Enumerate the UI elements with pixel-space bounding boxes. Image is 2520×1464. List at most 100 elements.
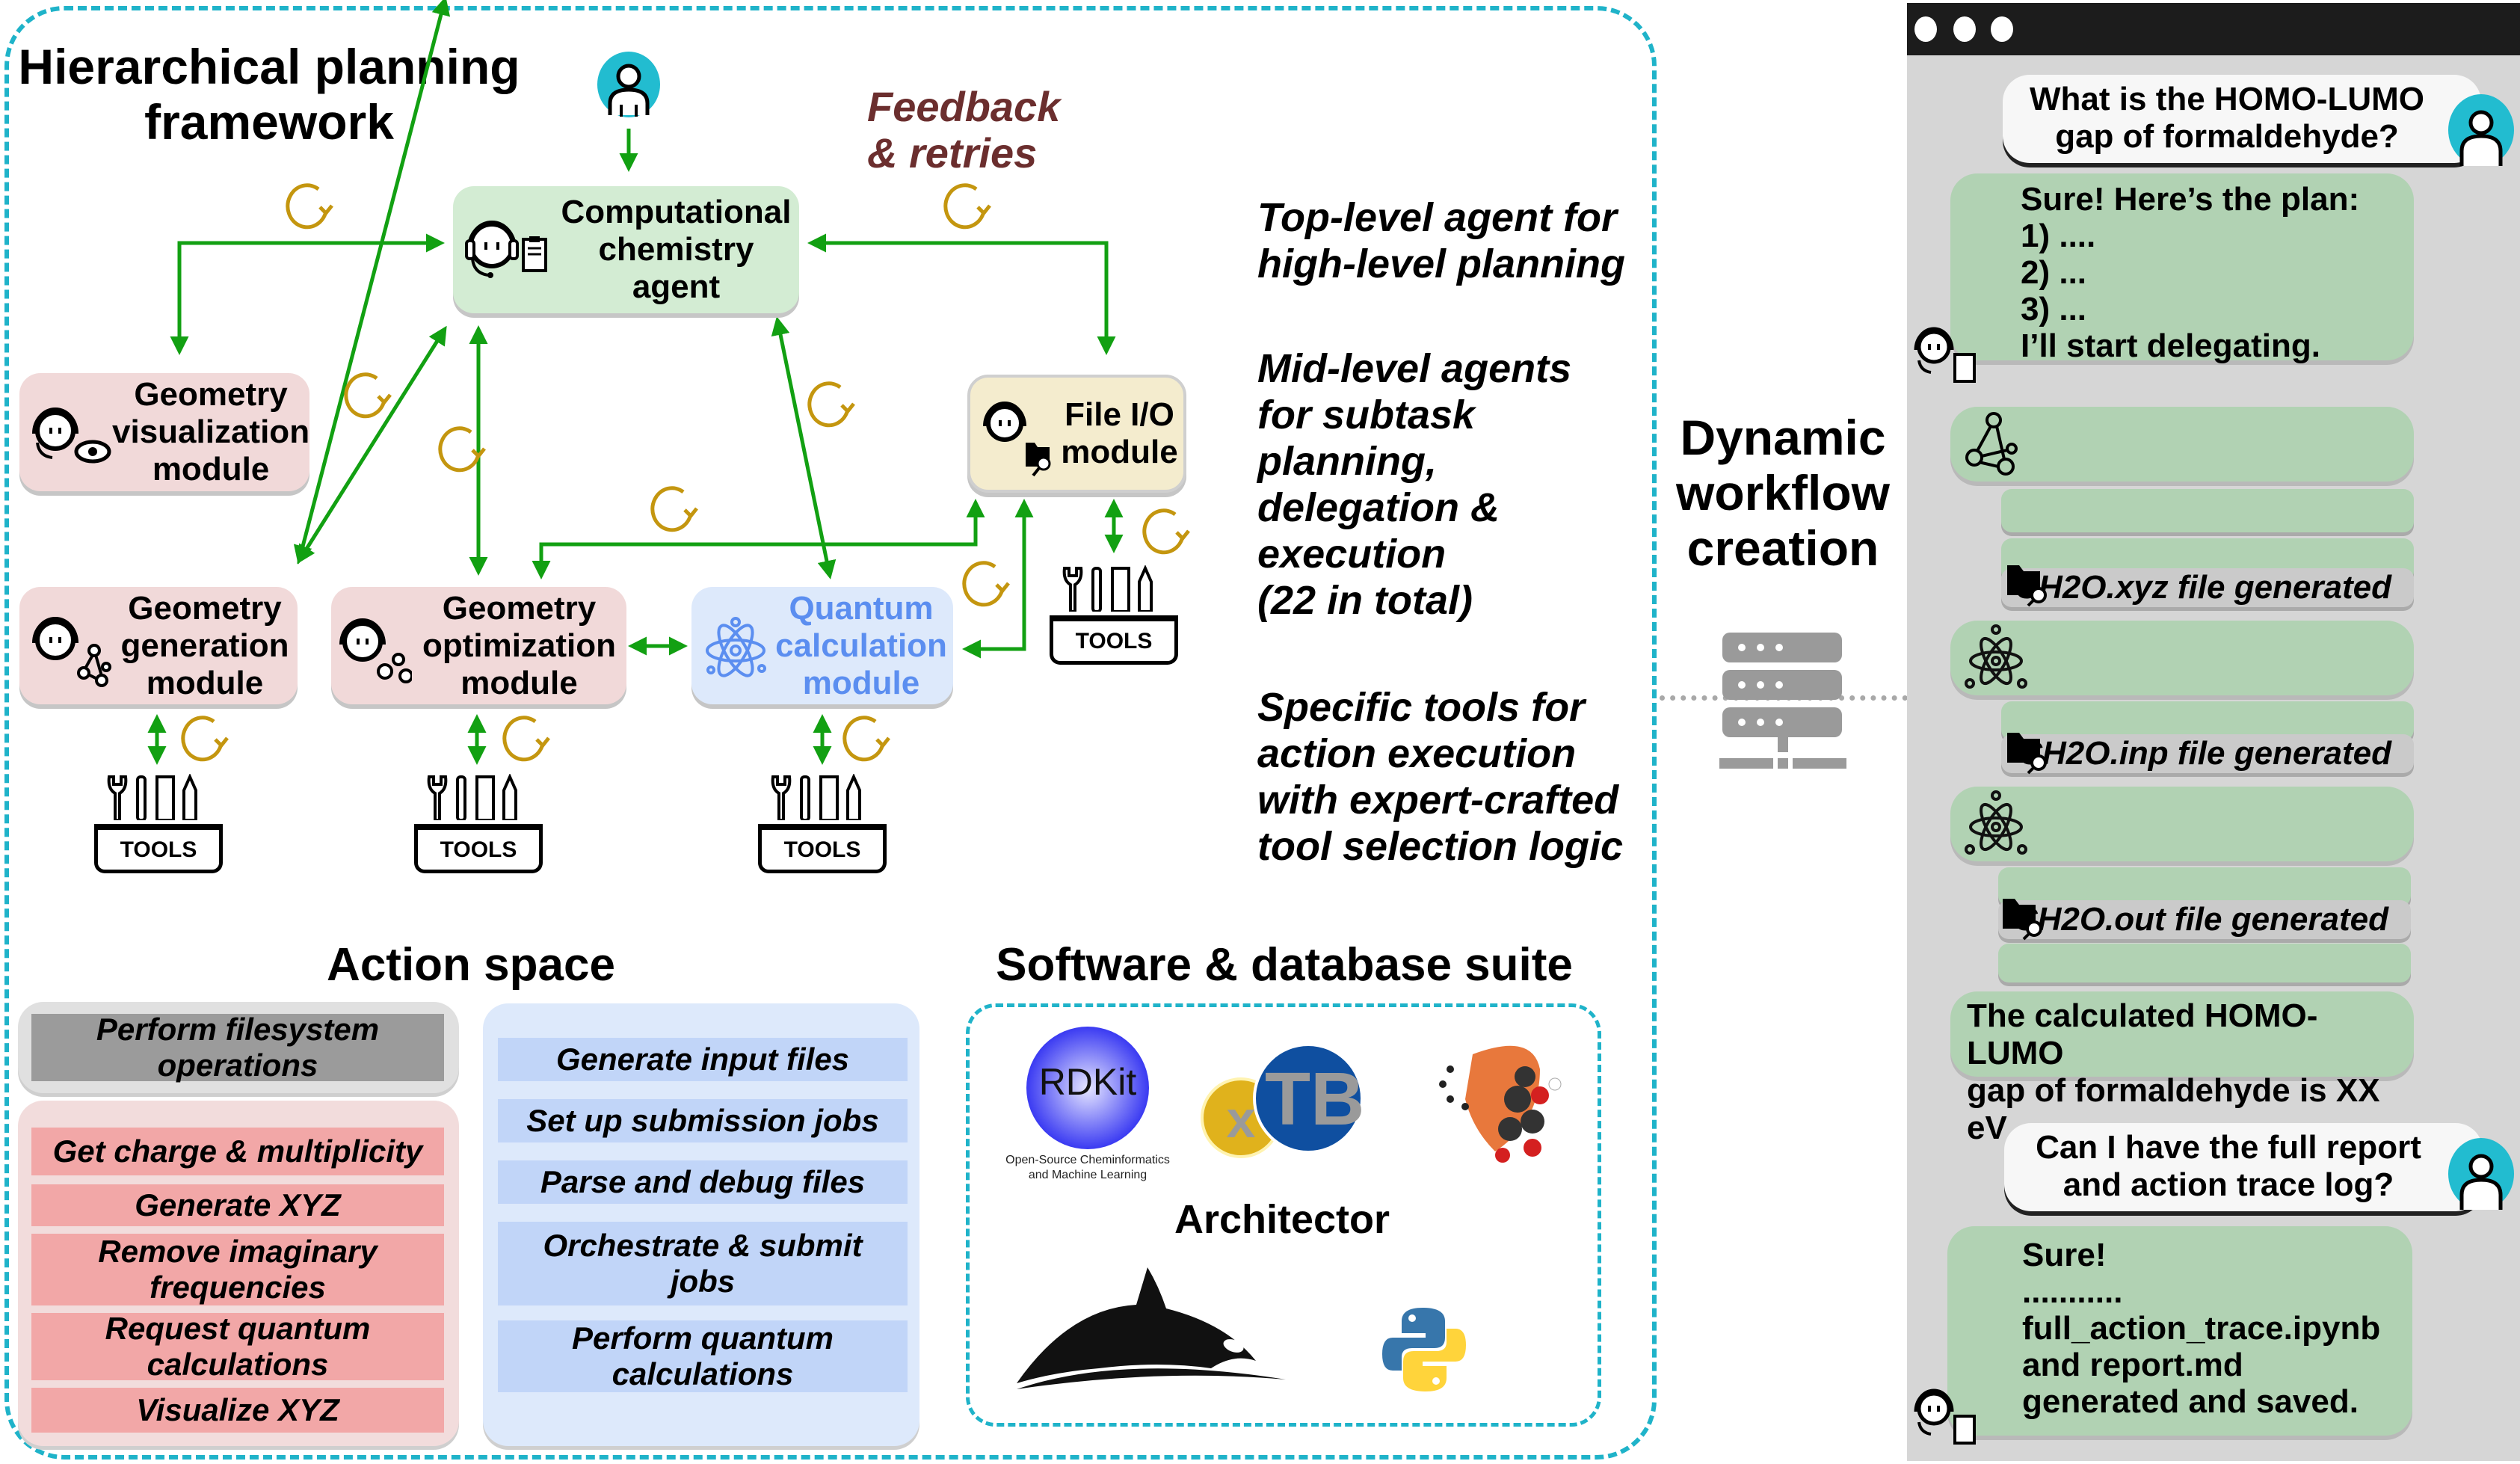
text-line: agent xyxy=(632,268,721,305)
agent-clipboard-icon xyxy=(463,205,553,295)
rdkit-name: RDKit xyxy=(1038,1061,1137,1103)
window-control-dot[interactable] xyxy=(1991,16,2013,42)
quantum-actions-panel: Generate input files Set up submission j… xyxy=(483,1003,919,1446)
module-label: Geometry visualization module xyxy=(112,376,309,488)
action-parse-debug-files[interactable]: Parse and debug files xyxy=(498,1160,908,1204)
geometry-visualization-module[interactable]: Geometry visualization module xyxy=(19,373,309,491)
action-set-up-submission-jobs[interactable]: Set up submission jobs xyxy=(498,1099,908,1142)
hierarchical-framework-frame xyxy=(4,6,1657,1460)
architector-label: Architector xyxy=(1174,1197,1390,1242)
text-line: creation xyxy=(1686,520,1879,576)
description-tools: Specific tools for action execution with… xyxy=(1257,684,1623,870)
text-line: Geometry xyxy=(134,376,288,413)
arrow-agent-geometry-generation xyxy=(293,0,451,565)
quantum-calculation-module[interactable]: Quantum calculation module xyxy=(691,587,953,704)
text-line: and report.md xyxy=(2022,1347,2243,1383)
software-suite-frame xyxy=(966,1003,1601,1427)
text-line: Dynamic xyxy=(1680,410,1886,465)
text-line: Geometry xyxy=(128,589,282,627)
retry-icon xyxy=(344,372,392,419)
chat-file-notice: CH2O.out file generated xyxy=(1998,900,2411,939)
xtb-x: x xyxy=(1226,1090,1256,1148)
text-line: jobs xyxy=(670,1264,736,1299)
action-visualize-xyz[interactable]: Visualize XYZ xyxy=(31,1388,444,1433)
text-line: Computational xyxy=(561,194,792,230)
agent-avatar-icon xyxy=(1913,317,1980,392)
text-line: optimization xyxy=(422,627,617,664)
chat-titlebar xyxy=(1907,3,2520,55)
molecule-icon xyxy=(1965,412,2018,476)
text-line: The calculated HOMO-LUMO xyxy=(1967,997,2318,1071)
retry-icon xyxy=(502,716,550,762)
agent-avatar-icon xyxy=(1913,1379,1980,1454)
chat-step-geometry xyxy=(1950,407,2414,482)
text-line: action execution xyxy=(1257,731,1577,776)
software-suite-title: Software & database suite xyxy=(996,939,1573,991)
text-line: Remove imaginary xyxy=(98,1234,378,1269)
text-line: Specific tools for xyxy=(1257,685,1586,730)
orca-logo xyxy=(1009,1264,1293,1391)
module-label: Geometry optimization module xyxy=(412,590,626,702)
text-line: with expert-crafted xyxy=(1257,778,1619,822)
tools-icon xyxy=(107,773,197,822)
retry-icon xyxy=(181,716,229,762)
arrow-file-io-geometry-optimization xyxy=(532,499,985,579)
text-line: Can I have the full report xyxy=(2036,1129,2421,1166)
tools-icon xyxy=(427,773,517,822)
geometry-optimization-module[interactable]: Geometry optimization module xyxy=(331,587,626,704)
agent-folder-search-icon xyxy=(981,389,1056,479)
text-line: 2) ... xyxy=(2021,254,2087,291)
text-line: 1) .... xyxy=(2021,218,2096,254)
module-label: Quantum calculation module xyxy=(769,590,953,702)
geometry-actions-panel: Get charge & multiplicity Generate XYZ R… xyxy=(18,1101,459,1446)
agent-eye-icon xyxy=(30,387,112,477)
tools-geometry-generation[interactable]: TOOLS xyxy=(94,773,223,873)
xtb-tb: TB xyxy=(1265,1057,1365,1141)
text-line: Get charge & multiplicity xyxy=(52,1134,423,1169)
text-line: generation xyxy=(120,627,289,664)
agent-nodes-icon xyxy=(337,601,413,691)
tools-file-io[interactable]: TOOLS xyxy=(1050,565,1178,665)
text-line: tool selection logic xyxy=(1257,824,1624,869)
feedback-label-line1: Feedback xyxy=(867,83,1061,130)
text-line: planning, xyxy=(1257,439,1437,484)
text-line: Quantum xyxy=(789,589,934,627)
text-line: frequencies xyxy=(150,1270,326,1305)
geometry-generation-module[interactable]: Geometry generation module xyxy=(19,587,298,704)
text-line: module xyxy=(152,451,270,488)
xtb-logo: x TB xyxy=(1196,1043,1368,1163)
text-line: I’ll start delegating. xyxy=(2021,327,2320,364)
window-control-dot[interactable] xyxy=(1914,16,1937,42)
computational-chemistry-agent[interactable]: Computational chemistry agent xyxy=(453,186,799,313)
retry-icon xyxy=(842,716,890,762)
file-notice-text: CH2O.out file generated xyxy=(2013,901,2388,938)
file-notice-text: CH2O.inp file generated xyxy=(2018,735,2391,772)
window-control-dot[interactable] xyxy=(1953,16,1976,42)
user-icon xyxy=(597,51,661,118)
text-line: workflow xyxy=(1675,465,1890,520)
text-line: visualization xyxy=(112,413,310,450)
text-line: Generate XYZ xyxy=(135,1187,341,1222)
chat-message-agent: Sure! Here’s the plan: 1) .... 2) ... 3)… xyxy=(1950,173,2414,364)
action-generate-xyz[interactable]: Generate XYZ xyxy=(31,1184,444,1226)
module-label: File I/O module xyxy=(1056,396,1183,471)
text-line: Orchestrate & submit xyxy=(543,1228,863,1263)
chat-step-strip xyxy=(1998,944,2411,982)
tools-geometry-optimization[interactable]: TOOLS xyxy=(414,773,543,873)
file-io-module[interactable]: File I/O module xyxy=(967,375,1186,493)
action-generate-input-files[interactable]: Generate input files xyxy=(498,1038,908,1081)
action-get-charge-multiplicity[interactable]: Get charge & multiplicity xyxy=(31,1128,444,1175)
text-line: calculation xyxy=(775,627,947,664)
text-line: Open-Source Cheminformatics xyxy=(1005,1154,1170,1166)
user-avatar-icon xyxy=(2447,1138,2516,1210)
agent-molecule-icon xyxy=(30,601,112,691)
python-logo xyxy=(1379,1305,1469,1394)
tools-quantum-calculation[interactable]: TOOLS xyxy=(758,773,887,873)
retry-icon xyxy=(650,486,698,532)
